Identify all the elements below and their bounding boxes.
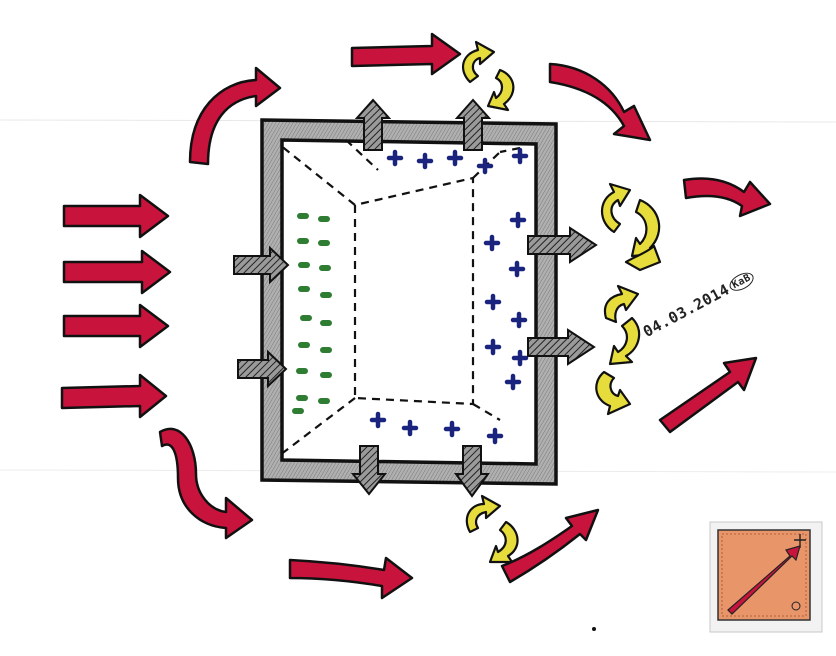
wind-arrows [60,32,772,600]
hatched-arrow-right-top [527,226,598,264]
wind-arrow-right-diagonal [658,356,758,434]
wind-arrow-bottom-right [500,508,600,584]
wind-arrow-left-1 [62,193,170,239]
turbulence-arrow [486,68,515,112]
wind-arrow-top-left-curve [188,66,282,166]
thumbnail-arrow [727,545,801,615]
hatched-arrow-bottom-right [454,445,490,498]
wind-arrow-left-4 [60,373,168,419]
hatched-arrow-top-right [454,98,492,151]
turbulence-arrow [488,520,519,564]
hatched-arrow-bottom-left [350,445,388,496]
turbulence-arrow [608,316,641,366]
turbulence-arrow [630,198,661,258]
turbulence-arrow [465,494,502,534]
wind-arrow-left-2 [62,249,172,295]
hatched-arrow-left-top [233,245,290,285]
wind-arrow-bottom-left-wave [158,427,254,540]
hatched-arrow-right-bottom [527,328,596,366]
wall-pressure-arrows [233,98,598,498]
ink-dot [592,627,596,631]
wind-arrow-top-right-curve [548,62,652,142]
hatched-arrow-top-left [354,98,392,151]
wind-arrow-right [682,177,772,218]
suction-marks [292,213,332,414]
turbulence-arrow [595,370,632,416]
turbulence-arrows [461,40,662,564]
wind-arrow-bottom [288,556,414,600]
turbulence-arrow [600,182,632,234]
inner-perspective-lines [279,139,521,456]
wind-arrow-top [350,32,462,76]
turbulence-arrow [603,284,640,324]
turbulence-arrow [624,244,662,272]
turbulence-arrow [461,40,496,84]
pressure-marks [369,147,529,445]
wind-arrow-left-3 [62,303,170,349]
thumbnail-logo [709,521,823,633]
building [233,98,598,498]
hatched-arrow-left-bottom [237,349,288,389]
